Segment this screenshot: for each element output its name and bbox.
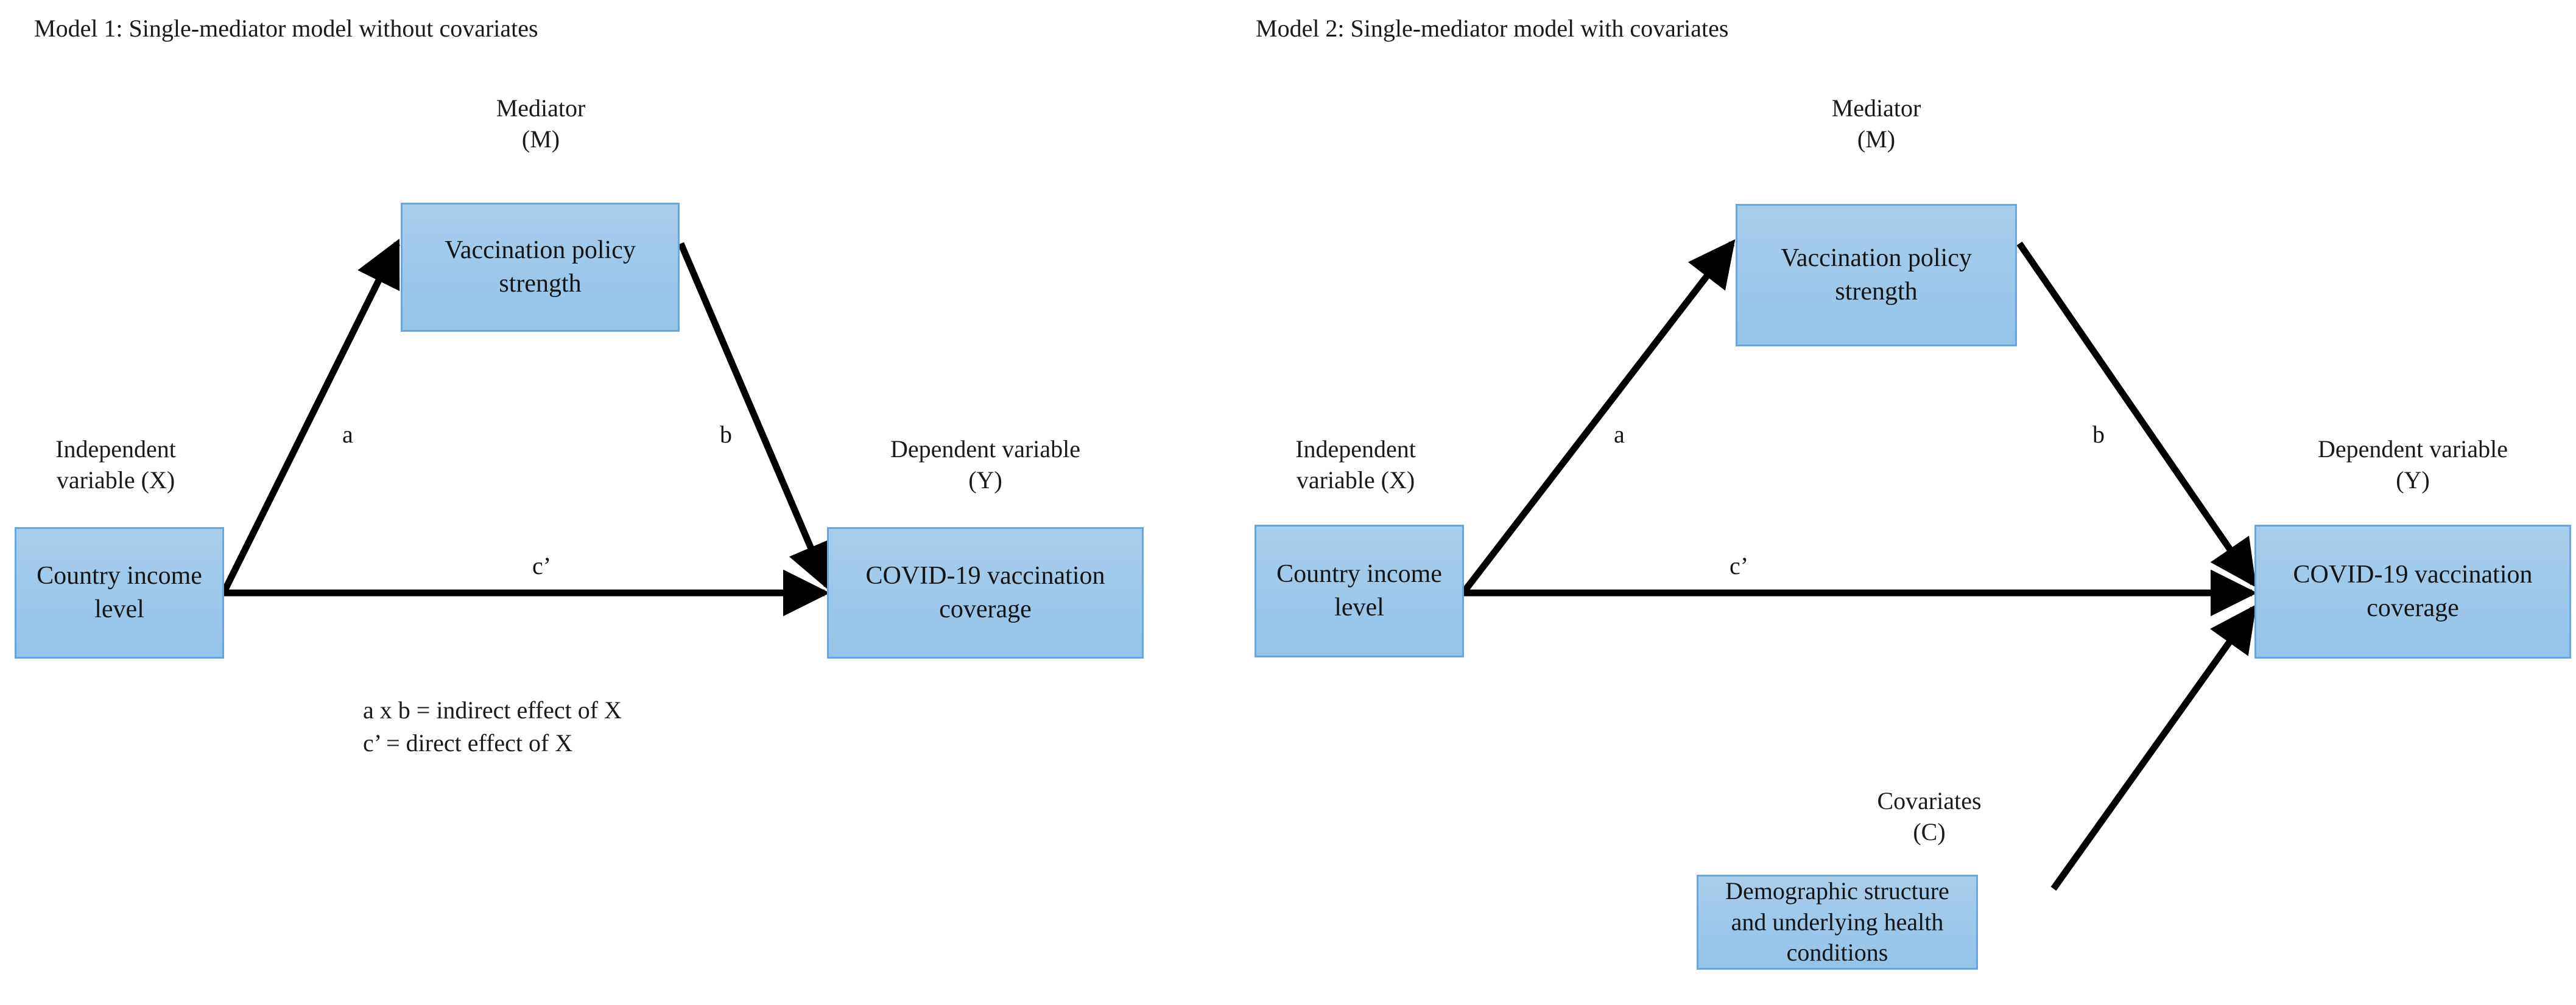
model1-independent-box[interactable]: Country income level bbox=[15, 527, 224, 659]
model1-path-b-label: b bbox=[720, 421, 732, 448]
model1-title: Model 1: Single-mediator model without c… bbox=[34, 15, 538, 42]
model2-dependent-caption: Dependent variable (Y) bbox=[2317, 435, 2508, 494]
model1-mediator-box[interactable]: Vaccination policy strength bbox=[401, 203, 680, 332]
model2-independent-caption: Independent variable (X) bbox=[1295, 435, 1416, 494]
model2-covariates-box[interactable]: Demographic structure and underlying hea… bbox=[1697, 875, 1978, 970]
model2-independent-box[interactable]: Country income level bbox=[1255, 525, 1464, 657]
edge-model1-m-to-y bbox=[677, 242, 832, 591]
model2-title: Model 2: Single-mediator model with cova… bbox=[1256, 15, 1729, 42]
model2-path-c-label: c’ bbox=[1730, 552, 1749, 580]
model1-dependent-box[interactable]: COVID-19 vaccination coverage bbox=[827, 527, 1144, 659]
edge-model2-x-to-m bbox=[1461, 239, 1736, 594]
edge-model2-c-to-y bbox=[2050, 604, 2257, 891]
model2-path-a-label: a bbox=[1614, 421, 1625, 448]
model2-covariates-caption: Covariates (C) bbox=[1877, 787, 1982, 846]
model1-independent-caption: Independent variable (X) bbox=[55, 435, 176, 494]
edge-model1-x-to-m bbox=[221, 239, 400, 594]
model1-dependent-caption: Dependent variable (Y) bbox=[890, 435, 1081, 494]
model2-path-b-label: b bbox=[2092, 421, 2105, 448]
model1-path-c-label: c’ bbox=[532, 552, 552, 580]
edge-model2-m-to-y bbox=[2016, 241, 2256, 588]
model1-mediator-caption: Mediator (M) bbox=[496, 94, 586, 153]
model2-dependent-box[interactable]: COVID-19 vaccination coverage bbox=[2254, 525, 2571, 659]
model1-effects-note: a x b = indirect effect of X c’ = direct… bbox=[363, 696, 622, 757]
model1-path-a-label: a bbox=[342, 421, 353, 448]
model2-mediator-box[interactable]: Vaccination policy strength bbox=[1736, 204, 2017, 346]
model2-mediator-caption: Mediator (M) bbox=[1831, 94, 1921, 153]
